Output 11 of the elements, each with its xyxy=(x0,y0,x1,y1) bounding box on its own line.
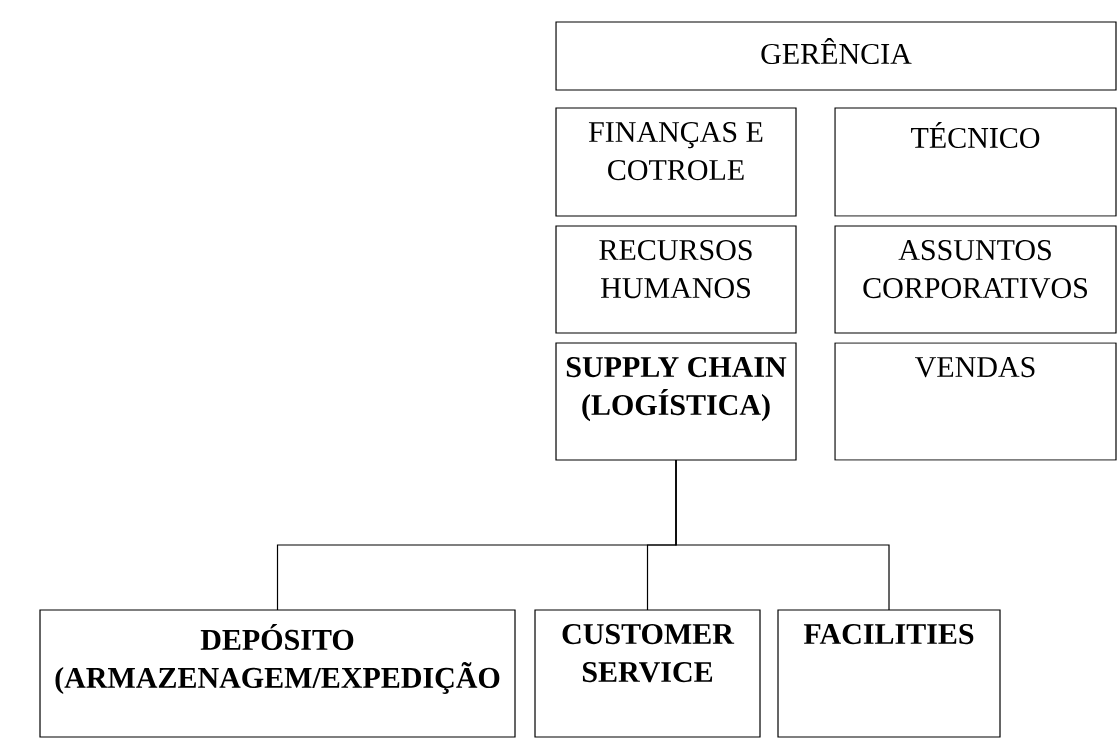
connector-line xyxy=(675,459,890,611)
org-box: FACILITIES xyxy=(777,609,1001,738)
org-box: FINANÇAS E COTROLE xyxy=(555,107,797,217)
org-box: TÉCNICO xyxy=(834,107,1117,217)
org-box: DEPÓSITO (ARMAZENAGEM/EXPEDIÇÃO xyxy=(39,609,516,738)
org-box: CUSTOMER SERVICE xyxy=(534,609,761,738)
org-box: VENDAS xyxy=(834,342,1117,461)
org-box: GERÊNCIA xyxy=(555,21,1117,91)
org-box: ASSUNTOS CORPORATIVOS xyxy=(834,225,1117,334)
org-box: RECURSOS HUMANOS xyxy=(555,225,797,334)
org-box: SUPPLY CHAIN (LOGÍSTICA) xyxy=(555,342,797,461)
